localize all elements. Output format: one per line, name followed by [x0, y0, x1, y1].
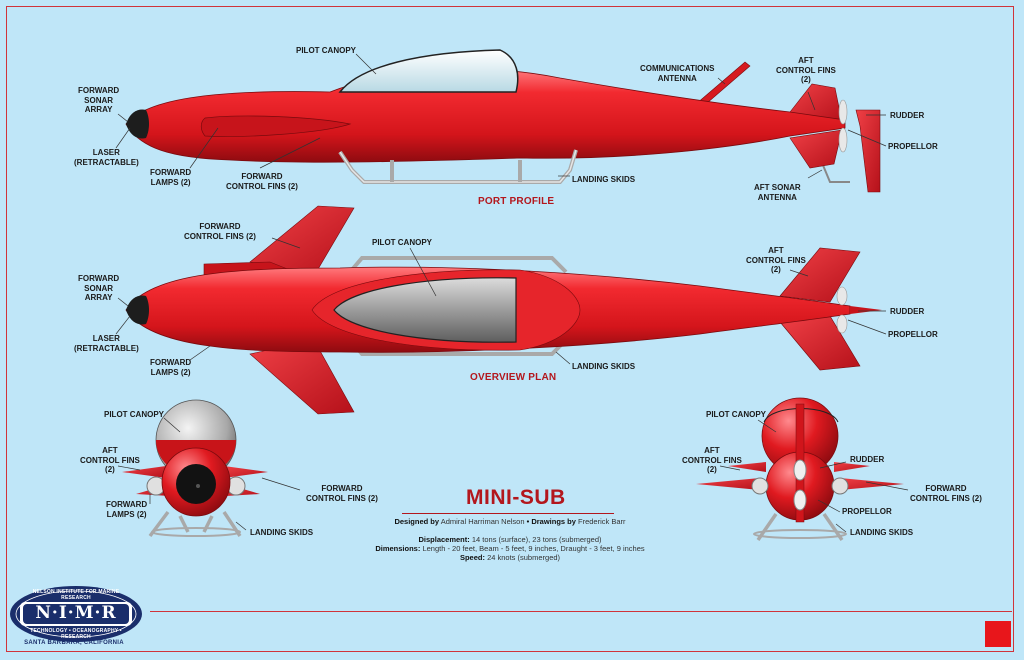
profile-label-aft-sonar: AFT SONAR ANTENNA — [754, 183, 801, 202]
rear-label-propellor: PROPELLOR — [842, 507, 892, 516]
front-view — [117, 399, 301, 538]
overview-plan-title: OVERVIEW PLAN — [470, 372, 557, 383]
profile-label-aft-fins: AFT CONTROL FINS (2) — [776, 56, 836, 84]
overview-plan-view — [115, 205, 887, 415]
dimensions-value: Length - 20 feet, Beam - 5 feet, 9 inche… — [422, 544, 645, 553]
spec-dimensions: Dimensions: Length - 20 feet, Beam - 5 f… — [360, 544, 660, 553]
port-profile-view — [115, 49, 887, 193]
bottom-rule — [150, 611, 1012, 612]
rear-label-landing-skids: LANDING SKIDS — [850, 528, 914, 537]
rear-label-pilot-canopy: PILOT CANOPY — [706, 410, 767, 419]
rear-label-fwd-fins: FORWARD CONTROL FINS (2) — [910, 484, 982, 503]
displacement-label: Displacement: — [418, 535, 470, 544]
profile-label-fwd-fins: FORWARD CONTROL FINS (2) — [226, 172, 298, 191]
rear-label-aft-fins: AFT CONTROL FINS (2) — [682, 446, 742, 474]
artist-name: Frederick Barr — [578, 517, 626, 526]
spec-speed: Speed: 24 knots (submerged) — [360, 553, 660, 562]
displacement-value: 14 tons (surface), 23 tons (submerged) — [471, 535, 602, 544]
rear-view — [696, 397, 909, 541]
plan-label-laser: LASER (RETRACTABLE) — [74, 334, 139, 353]
front-label-fwd-fins: FORWARD CONTROL FINS (2) — [306, 484, 378, 503]
profile-label-comm-antenna: COMMUNICATIONS ANTENNA — [640, 64, 715, 83]
plan-label-aft-fins: AFT CONTROL FINS (2) — [746, 246, 806, 274]
profile-label-laser: LASER (RETRACTABLE) — [74, 148, 139, 167]
plan-label-landing-skids: LANDING SKIDS — [572, 362, 636, 371]
profile-label-rudder: RUDDER — [890, 111, 925, 120]
logo-letters: N·I·M·R — [35, 603, 117, 623]
credit-separator: • — [526, 517, 530, 526]
sheet-border — [6, 6, 1014, 652]
front-label-pilot-canopy: PILOT CANOPY — [104, 410, 165, 419]
drawings-by-label: Drawings by — [531, 517, 576, 526]
corner-red-square — [985, 621, 1011, 647]
spec-displacement: Displacement: 14 tons (surface), 23 tons… — [360, 535, 660, 544]
speed-value: 24 knots (submerged) — [487, 553, 561, 562]
port-profile-title: PORT PROFILE — [478, 196, 555, 207]
logo-ring-bottom: TECHNOLOGY • OCEANOGRAPHY • RESEARCH — [30, 628, 122, 640]
profile-label-pilot-canopy: PILOT CANOPY — [296, 46, 357, 55]
main-title: MINI-SUB — [466, 486, 566, 509]
profile-label-fwd-sonar: FORWARD SONAR ARRAY — [78, 86, 120, 114]
designer-name: Admiral Harriman Nelson — [440, 517, 525, 526]
rear-label-rudder: RUDDER — [850, 455, 885, 464]
profile-label-fwd-lamps: FORWARD LAMPS (2) — [150, 168, 192, 187]
plan-label-fwd-lamps: FORWARD LAMPS (2) — [150, 358, 192, 377]
profile-label-landing-skids: LANDING SKIDS — [572, 175, 636, 184]
plan-label-rudder: RUDDER — [890, 307, 925, 316]
credits-line: Designed by Admiral Harriman Nelson • Dr… — [360, 517, 660, 526]
speed-label: Speed: — [459, 553, 485, 562]
logo-caption: SANTA BARBARA, CALIFORNIA — [24, 640, 124, 646]
nimr-logo — [10, 586, 142, 642]
plan-label-pilot-canopy: PILOT CANOPY — [372, 238, 433, 247]
title-rule — [402, 513, 614, 514]
dimensions-label: Dimensions: — [375, 544, 421, 553]
front-label-fwd-lamps: FORWARD LAMPS (2) — [106, 500, 148, 519]
profile-label-propellor: PROPELLOR — [888, 142, 938, 151]
front-label-landing-skids: LANDING SKIDS — [250, 528, 314, 537]
plan-label-fwd-sonar: FORWARD SONAR ARRAY — [78, 274, 120, 302]
logo-ring-top: NELSON INSTITUTE FOR MARINE RESEARCH — [32, 589, 120, 601]
plan-label-fwd-fins: FORWARD CONTROL FINS (2) — [184, 222, 256, 241]
plan-label-propellor: PROPELLOR — [888, 330, 938, 339]
front-label-aft-fins: AFT CONTROL FINS (2) — [80, 446, 140, 474]
designed-by-label: Designed by — [394, 517, 440, 526]
